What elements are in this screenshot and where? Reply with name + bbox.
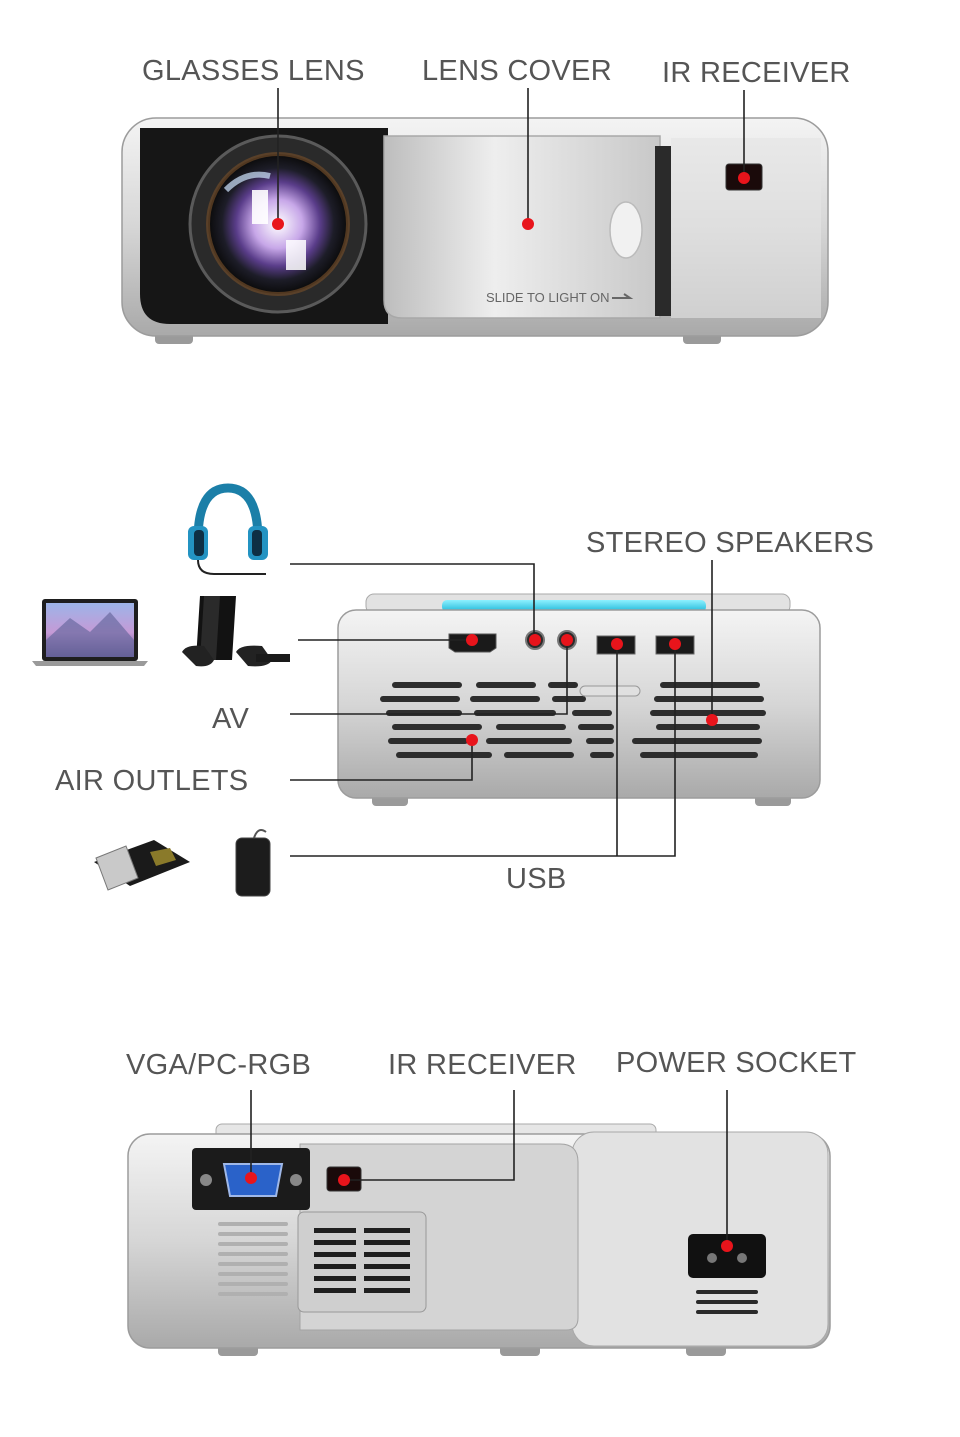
dot-usb-1 (611, 638, 623, 650)
lens-cover-panel (383, 135, 661, 319)
dot-stereo-speakers (706, 714, 718, 726)
leader-ir-receiver-back (344, 1090, 515, 1181)
usb-flash-drive-icon (94, 840, 190, 891)
front-view: SLIDE TO LIGHT ON (121, 88, 829, 344)
leader-av (290, 640, 568, 715)
power-socket (688, 1234, 766, 1278)
cyan-led-strip (442, 600, 706, 612)
leader-air-outlets (290, 740, 473, 781)
air-outlet-vents (380, 682, 766, 758)
label-ir-receiver-back: IR RECEIVER (388, 1049, 577, 1081)
slide-arrow-icon (612, 293, 634, 299)
dot-lens-cover (522, 218, 534, 230)
label-glasses-lens: GLASSES LENS (142, 55, 365, 87)
label-stereo-speakers: STEREO SPEAKERS (586, 527, 875, 559)
fan-vent-box (297, 1211, 427, 1313)
label-av: AV (212, 703, 250, 735)
dot-glasses-lens (272, 218, 284, 230)
headphones-icon (188, 483, 268, 575)
laptop-icon (32, 599, 148, 666)
label-ir-receiver-front: IR RECEIVER (662, 57, 851, 89)
label-lens-cover: LENS COVER (422, 55, 612, 87)
leader-usb (290, 644, 676, 857)
slide-to-light-text: SLIDE TO LIGHT ON (486, 290, 610, 305)
back-left-grille (218, 1222, 288, 1296)
side-center-tab (579, 685, 641, 697)
side-body (337, 609, 821, 799)
back-view (127, 1090, 831, 1356)
dot-usb-2 (669, 638, 681, 650)
dot-av (561, 634, 573, 646)
label-air-outlets: AIR OUTLETS (55, 765, 249, 797)
dot-audio (529, 634, 541, 646)
label-power-socket: POWER SOCKET (616, 1047, 857, 1079)
label-vga-pc-rgb: VGA/PC-RGB (126, 1049, 312, 1081)
slider-knob (609, 201, 643, 259)
vga-screw-right (290, 1174, 302, 1186)
power-pin-left (707, 1253, 717, 1263)
vga-screw-left (200, 1174, 212, 1186)
power-pin-right (737, 1253, 747, 1263)
power-grille (696, 1290, 758, 1314)
dot-ir-receiver-front (738, 172, 750, 184)
front-divider (655, 146, 671, 316)
label-usb: USB (506, 863, 567, 895)
dot-power-socket (721, 1240, 733, 1252)
dot-ir-receiver-back (338, 1174, 350, 1186)
side-view (32, 483, 821, 897)
external-hard-drive-icon (235, 829, 271, 897)
fan-vent-slots (314, 1228, 410, 1293)
dot-air-outlets (466, 734, 478, 746)
dot-vga (245, 1172, 257, 1184)
dot-hdmi (466, 634, 478, 646)
game-console-icon (182, 596, 290, 667)
leader-headphones (290, 563, 535, 640)
